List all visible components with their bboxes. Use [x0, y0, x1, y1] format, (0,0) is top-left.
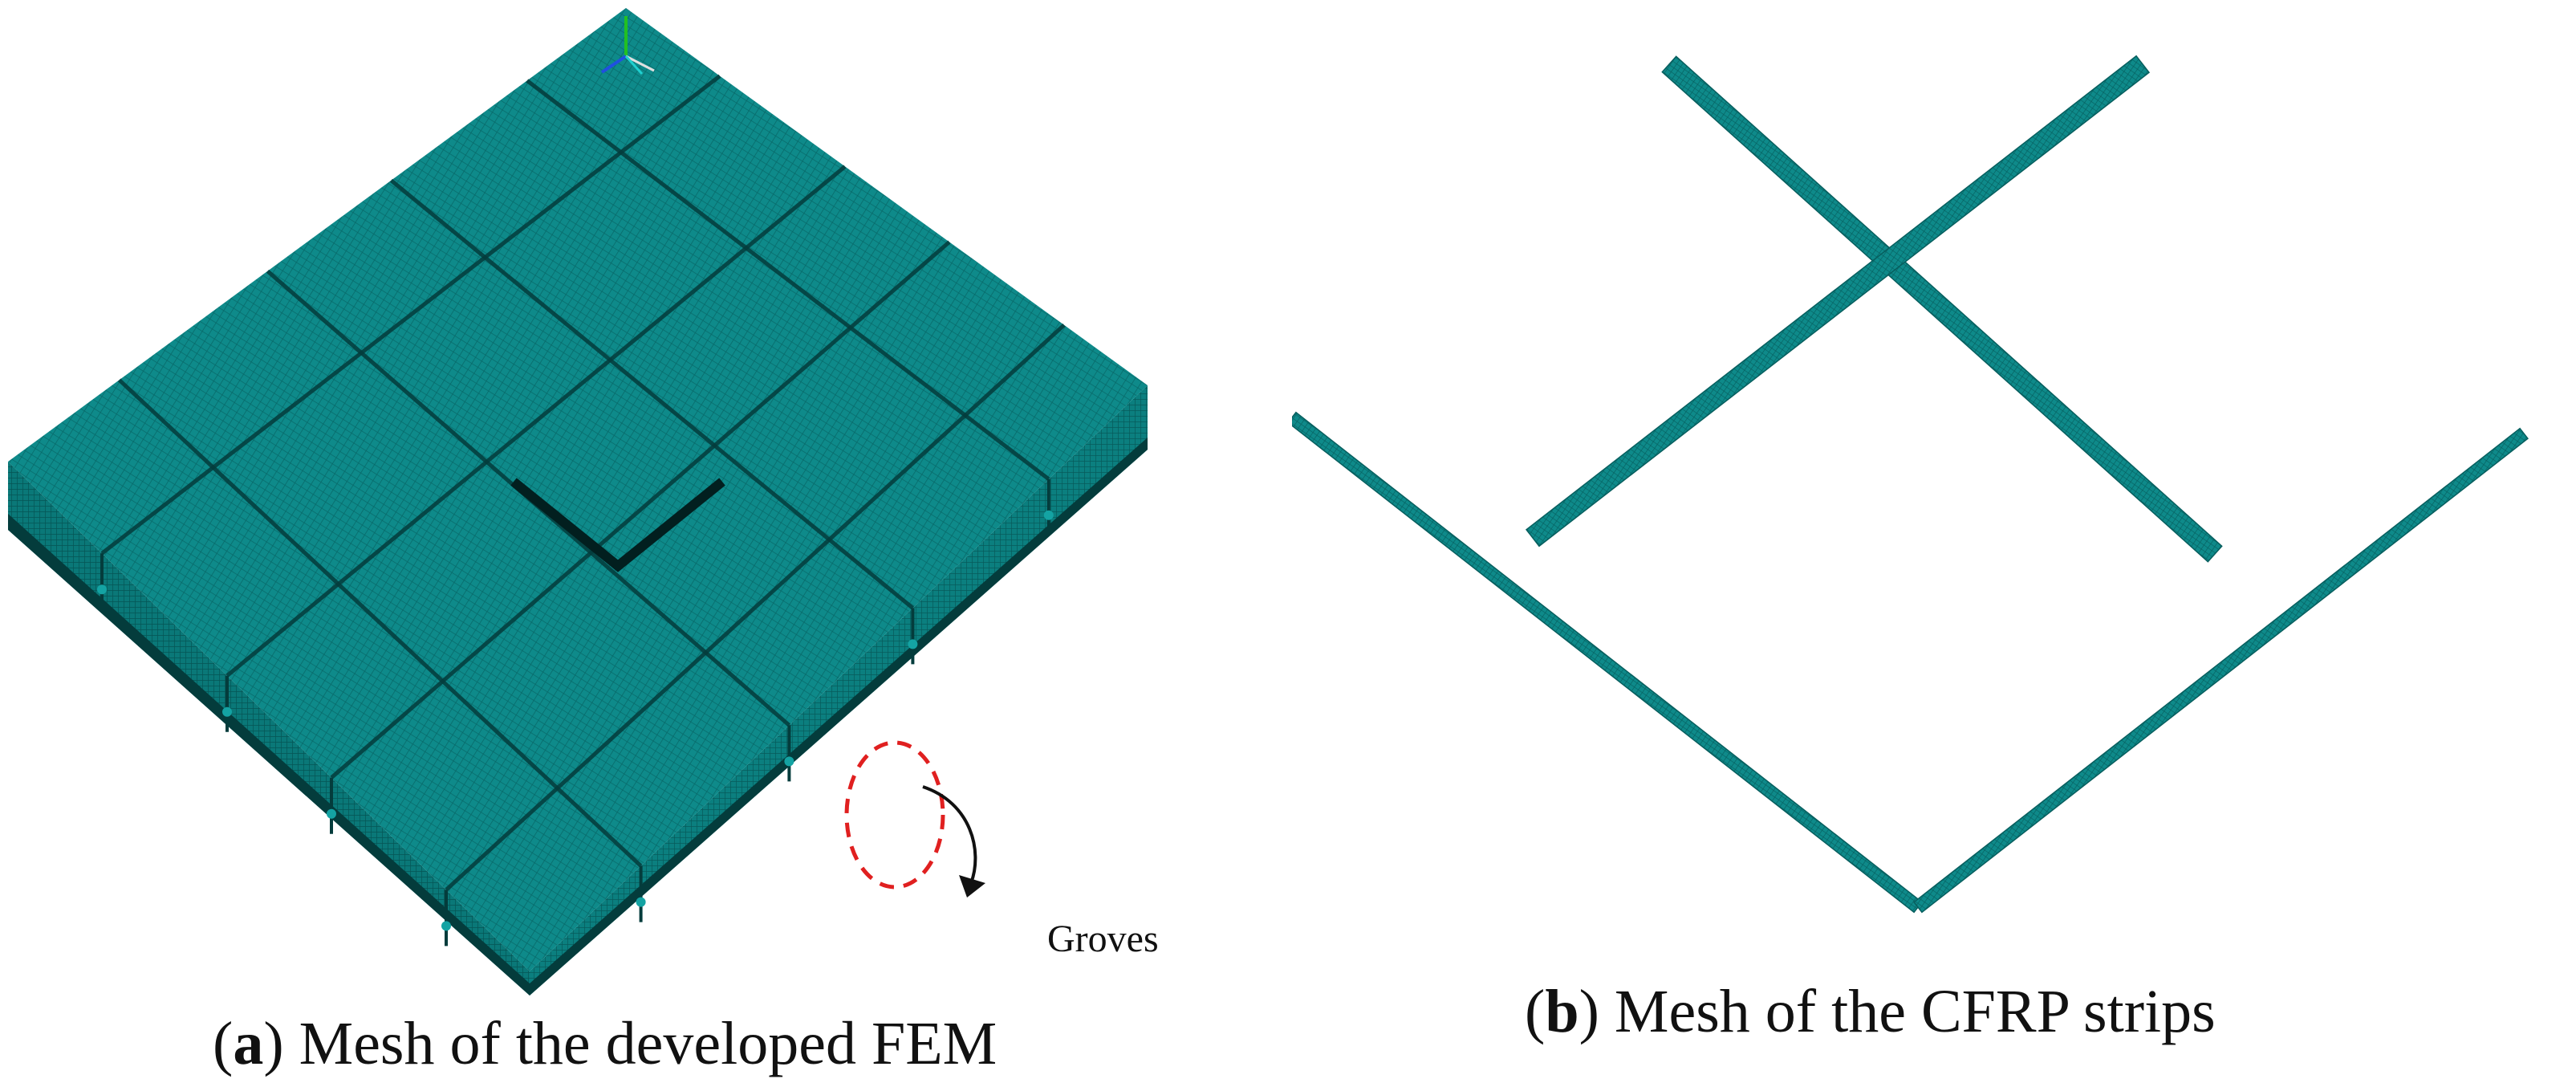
arrow-icon [922, 785, 985, 898]
slab-base-band-right [530, 438, 1148, 995]
central-opening-notch [510, 478, 725, 572]
seam-line-b-1 [226, 165, 847, 678]
slab-left-side-face [8, 462, 530, 995]
cfrp-strip-figure [1292, 55, 2529, 914]
seam-line-a-3 [526, 79, 1050, 481]
caption-a: (a) Mesh of the developed FEM [213, 1010, 997, 1077]
groove-node-left-1 [222, 706, 232, 717]
caption-a-text: Mesh of the developed FEM [299, 1010, 997, 1077]
groove-node-right-1 [784, 756, 794, 767]
cfrp-strip-2 [1525, 55, 2151, 548]
cfrp-strip-4 [1913, 427, 2529, 914]
caption-b: (b) Mesh of the CFRP strips [1525, 978, 2216, 1045]
seam-line-b-2 [330, 240, 951, 780]
axis-triad-icon [600, 16, 655, 75]
slab-base-band-left [8, 514, 530, 995]
caption-b-letter: b [1545, 978, 1579, 1045]
groove-nodes [97, 510, 1054, 931]
groove-node-right-3 [1043, 510, 1054, 520]
mesh-seam-lines [100, 74, 1066, 892]
panel-b: (b) Mesh of the CFRP strips [1292, 0, 2576, 1087]
groove-node-left-3 [441, 921, 451, 931]
fem-mesh-figure [8, 8, 1148, 995]
cfrp-strips [1292, 55, 2529, 914]
side-face-seam-lines [100, 478, 1050, 947]
groves-label: Groves [1047, 918, 1159, 960]
groove-node-right-0 [636, 897, 646, 907]
groove-node-left-0 [97, 584, 107, 595]
panel-a: Groves (a) Mesh of the developed FEM [8, 8, 1159, 1077]
dashed-circle-highlight [844, 740, 945, 890]
groove-node-left-2 [327, 808, 336, 819]
seam-line-a-2 [389, 178, 914, 610]
seam-line-a-0 [117, 378, 643, 868]
groove-node-right-2 [908, 639, 918, 649]
seam-line-b-0 [100, 74, 721, 556]
caption-a-letter: a [233, 1010, 264, 1077]
caption-b-text: Mesh of the CFRP strips [1614, 978, 2216, 1045]
cfrp-strip-1 [1661, 55, 2223, 563]
seam-line-b-3 [445, 323, 1066, 892]
slab-right-side-face [530, 385, 1148, 995]
slab-top-face [8, 8, 1148, 971]
